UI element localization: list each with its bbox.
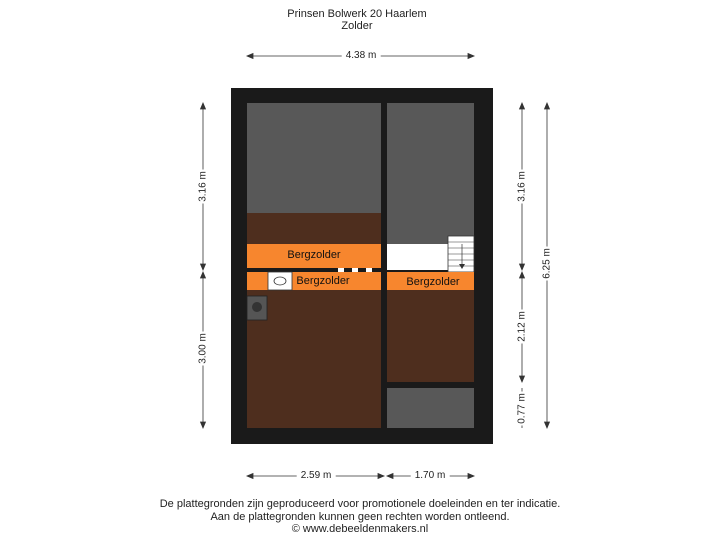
right-bottom-area <box>387 388 474 428</box>
right-middle-area <box>387 290 474 382</box>
left-upper-area <box>247 103 381 214</box>
right-upper-area <box>387 103 474 245</box>
address-title: Prinsen Bolwerk 20 Haarlem <box>287 8 427 20</box>
orange-band-3 <box>387 272 474 290</box>
floor-title: Zolder <box>341 20 373 32</box>
boiler-fixture <box>246 295 268 321</box>
dim-top-width: 4.38 m <box>341 50 381 61</box>
dim-right-bottom: 0.77 m <box>516 391 528 426</box>
dim-bottom-right: 1.70 m <box>410 470 450 481</box>
dim-left-lower: 3.00 m <box>197 331 209 366</box>
room-label-bergzolder-3: Bergzolder <box>406 276 460 288</box>
dim-right-total: 6.25 m <box>541 246 553 281</box>
copyright-line: © www.debeeldenmakers.nl <box>291 523 429 535</box>
dim-right-middle: 2.12 m <box>516 309 528 344</box>
dim-bottom-left: 2.59 m <box>296 470 336 481</box>
disclaimer-line-1: De plattegronden zijn geproduceerd voor … <box>159 498 561 510</box>
dim-left-upper: 3.16 m <box>197 169 209 204</box>
dim-right-upper: 3.16 m <box>516 169 528 204</box>
orange-band-1 <box>247 244 381 268</box>
stair <box>447 235 475 273</box>
room-label-bergzolder-1: Bergzolder <box>287 249 341 261</box>
disclaimer-line-2: Aan de plattegronden kunnen geen rechten… <box>210 511 510 523</box>
room-label-bergzolder-2: Bergzolder <box>296 275 350 287</box>
sink-fixture <box>267 271 293 291</box>
